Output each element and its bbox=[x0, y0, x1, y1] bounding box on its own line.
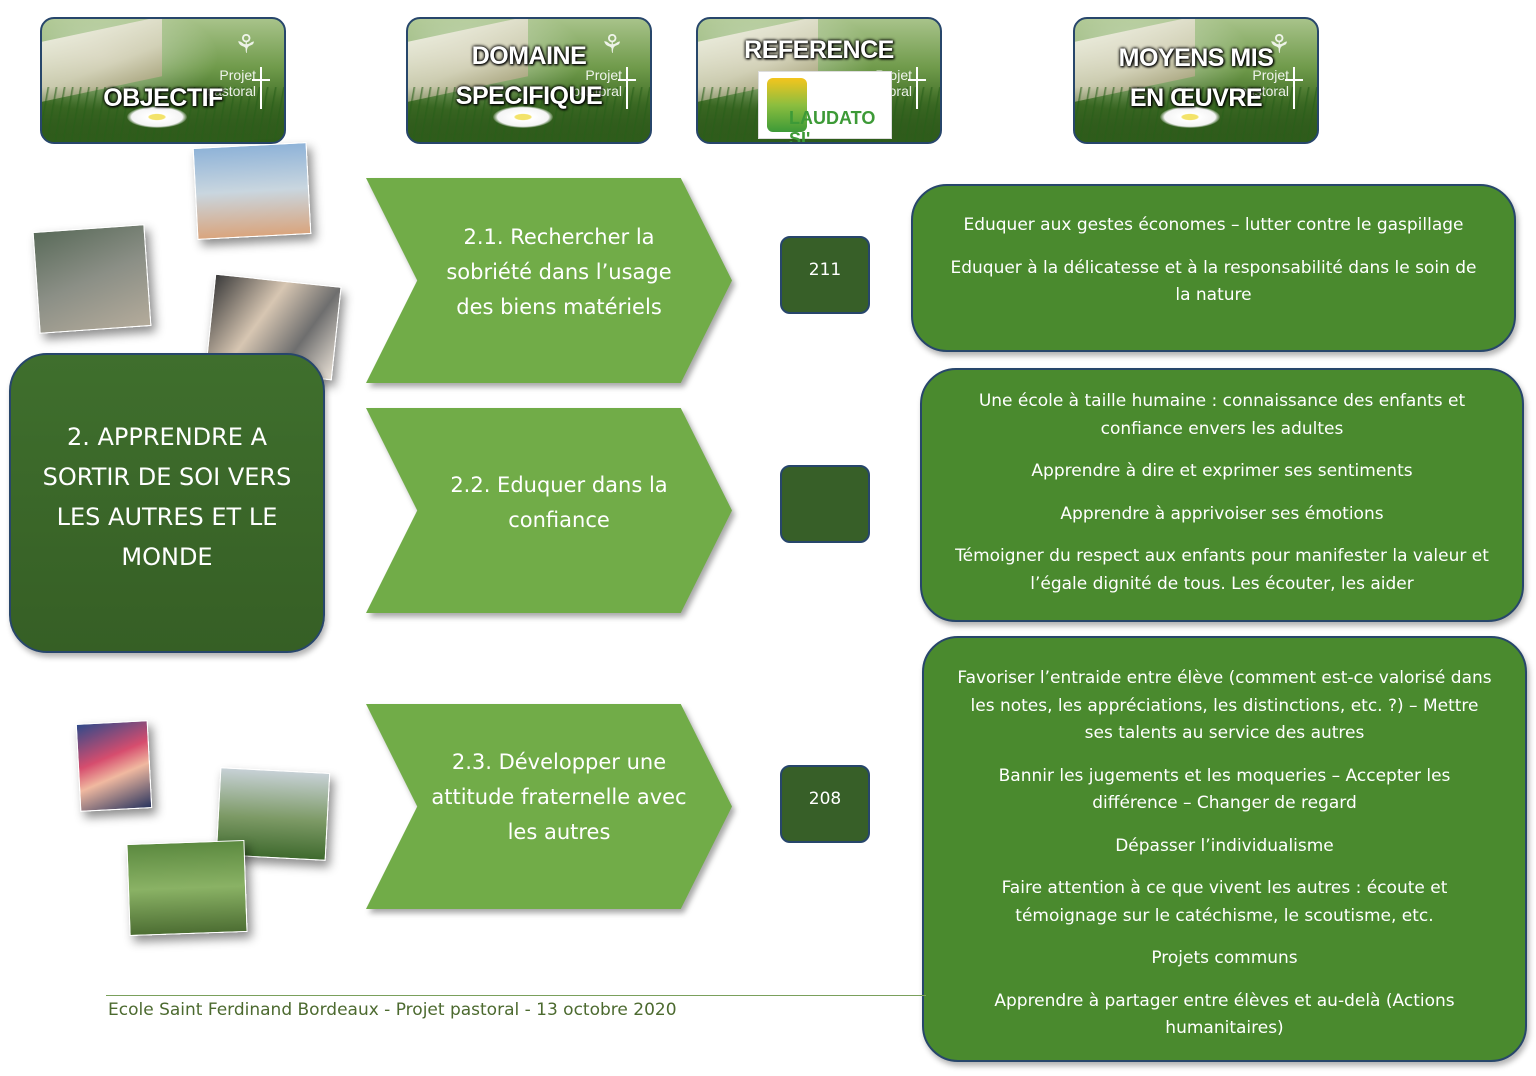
header-title: REFERENCE bbox=[744, 36, 894, 64]
footer-text: Ecole Saint Ferdinand Bordeaux - Projet … bbox=[108, 1000, 677, 1020]
cross-icon bbox=[616, 67, 638, 109]
means-item: Favoriser l’entraide entre élève (commen… bbox=[957, 668, 1492, 743]
laudato-si-icon bbox=[767, 78, 807, 132]
reference-box-1: 211 bbox=[780, 236, 870, 314]
reference-number: 208 bbox=[808, 789, 842, 809]
means-item: Faire attention à ce que vivent les autr… bbox=[1001, 878, 1448, 926]
reference-box-3: 208 bbox=[780, 765, 870, 843]
domain-label: 2.2. Eduquer dans la confiance bbox=[450, 473, 668, 532]
cross-icon bbox=[906, 67, 928, 109]
photo-face-painting bbox=[75, 720, 153, 812]
header-title-line1: DOMAINE bbox=[471, 42, 587, 70]
domain-chevron-2: 2.2. Eduquer dans la confiance bbox=[366, 408, 732, 613]
objective-box: 2. APPRENDRE A SORTIR DE SOI VERS LES AU… bbox=[9, 353, 325, 653]
tree-logo-icon: ⚘ bbox=[600, 30, 624, 60]
photo-children-sitting bbox=[32, 224, 152, 334]
means-box-1: Eduquer aux gestes économes – lutter con… bbox=[911, 184, 1516, 352]
domain-chevron-1: 2.1. Rechercher la sobriété dans l’usage… bbox=[366, 178, 732, 383]
reference-number: 211 bbox=[808, 260, 842, 280]
objective-text: 2. APPRENDRE A SORTIR DE SOI VERS LES AU… bbox=[42, 423, 292, 571]
daisy-image bbox=[127, 106, 187, 128]
means-item: Projets communs bbox=[1151, 948, 1298, 968]
domain-label: 2.1. Rechercher la sobriété dans l’usage… bbox=[446, 225, 672, 319]
means-box-2: Une école à taille humaine : connaissanc… bbox=[920, 368, 1524, 622]
means-item: Bannir les jugements et les moqueries – … bbox=[998, 765, 1451, 814]
means-box-3: Favoriser l’entraide entre élève (commen… bbox=[922, 636, 1527, 1062]
cross-icon bbox=[1283, 67, 1305, 109]
laudato-si-logo: LAUDATO SI' bbox=[758, 71, 892, 142]
cross-icon bbox=[250, 67, 272, 109]
means-item: Apprendre à partager entre élèves et au-… bbox=[994, 990, 1455, 1039]
daisy-image bbox=[493, 106, 553, 128]
tree-logo-icon: ⚘ bbox=[1267, 30, 1291, 60]
photo-park-trees bbox=[126, 839, 248, 937]
means-item: Une école à taille humaine : connaissanc… bbox=[978, 391, 1466, 439]
tree-logo-icon: ⚘ bbox=[234, 30, 258, 60]
daisy-image bbox=[1160, 106, 1220, 128]
means-item: Eduquer aux gestes économes – lutter con… bbox=[963, 215, 1464, 235]
means-item: Apprendre à apprivoiser ses émotions bbox=[1060, 503, 1384, 524]
means-item: Apprendre à dire et exprimer ses sentime… bbox=[1031, 461, 1413, 481]
means-item: Eduquer à la délicatesse et à la respons… bbox=[950, 257, 1477, 306]
footer-divider bbox=[106, 995, 926, 996]
header-title: OBJECTIF bbox=[103, 84, 223, 112]
means-item: Témoigner du respect aux enfants pour ma… bbox=[955, 546, 1489, 594]
header-title-line1: MOYENS MIS bbox=[1118, 44, 1274, 72]
photo-child-painted-hand bbox=[192, 142, 312, 240]
means-item: Dépasser l’individualisme bbox=[1115, 835, 1334, 856]
header-title-line2: SPECIFIQUE bbox=[455, 82, 603, 110]
domain-chevron-3: 2.3. Développer une attitude fraternelle… bbox=[366, 704, 732, 909]
reference-box-2 bbox=[780, 465, 870, 543]
domain-label: 2.3. Développer une attitude fraternelle… bbox=[431, 750, 687, 844]
header-title-line2: EN ŒUVRE bbox=[1129, 84, 1263, 112]
